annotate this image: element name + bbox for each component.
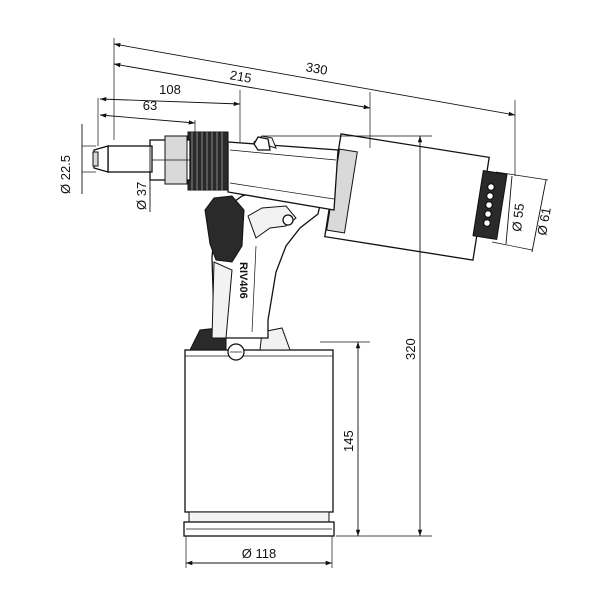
ext-line-cyl-top <box>495 171 549 181</box>
dim-label-145: 145 <box>341 430 356 452</box>
dim-label-320: 320 <box>403 338 418 360</box>
dim-label-63: 63 <box>143 98 157 113</box>
dim-label-108: 108 <box>159 82 181 97</box>
dim-line-cylinder-outer <box>531 179 547 253</box>
dim-label-330: 330 <box>305 59 329 78</box>
knurled-collar <box>187 131 229 191</box>
dim-label-collar-diameter: Ø 37 <box>134 182 149 210</box>
ext-line-cyl-bottom <box>491 241 533 251</box>
dim-label-cylinder-outer: Ø 61 <box>534 206 554 236</box>
dim-label-reservoir-diameter: Ø 118 <box>242 546 276 561</box>
dim-line-63 <box>99 113 196 125</box>
dim-line-108 <box>99 97 241 106</box>
dim-line-215 <box>113 62 371 110</box>
tool-body: RIV406 <box>92 131 508 537</box>
reservoir <box>183 349 335 537</box>
hydraulic-cylinder <box>324 133 508 261</box>
dim-label-nose-diameter: Ø 22.5 <box>58 155 73 194</box>
handle <box>204 187 323 339</box>
dim-line-cylinder-inner <box>505 175 513 245</box>
nose-piece <box>92 135 191 185</box>
base-joint <box>189 327 291 361</box>
model-label: RIV406 <box>237 262 249 299</box>
dim-label-215: 215 <box>229 67 253 86</box>
dim-label-cylinder-inner: Ø 55 <box>509 203 527 233</box>
dim-line-330 <box>113 42 516 117</box>
